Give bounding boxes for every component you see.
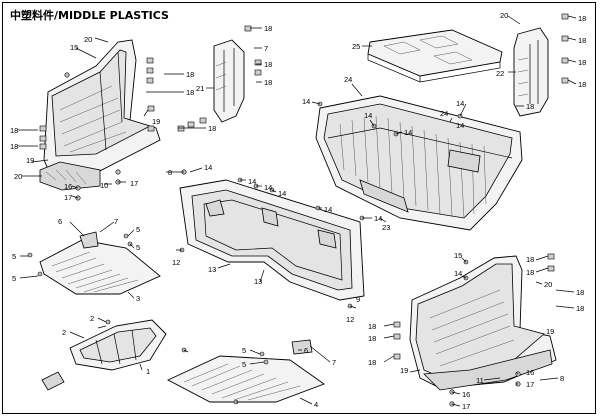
- part-22-right-side-panel: [508, 27, 549, 117]
- callout-16: 16: [462, 390, 470, 399]
- callout-19: 19: [152, 117, 160, 126]
- diagram-title: 中塑料件/MIDDLE PLASTICS: [10, 9, 169, 22]
- part-10-left-frame-panel: [39, 39, 161, 191]
- callout-8: 8: [168, 168, 172, 177]
- callout-5: 5: [12, 274, 16, 283]
- callout-7: 7: [332, 358, 336, 367]
- callout-12: 12: [346, 315, 354, 324]
- callout-5: 5: [136, 225, 140, 234]
- callout-22: 22: [496, 69, 504, 78]
- callout-14: 14: [248, 177, 256, 186]
- callout-18: 18: [264, 60, 272, 69]
- callout-18: 18: [576, 288, 584, 297]
- callout-6: 6: [58, 217, 62, 226]
- callout-18: 18: [368, 334, 376, 343]
- callout-labels: 20 15 18 18 19 18 18 19 20 16 17 10 17 8…: [10, 11, 586, 411]
- callout-9: 9: [356, 295, 360, 304]
- callout-19: 19: [546, 327, 554, 336]
- callout-18: 18: [186, 70, 194, 79]
- callout-18: 18: [526, 255, 534, 264]
- callout-13: 13: [254, 277, 262, 286]
- callout-15: 15: [454, 251, 462, 260]
- callout-20: 20: [84, 35, 92, 44]
- part-1-left-cover: [41, 319, 167, 391]
- callout-23: 23: [382, 223, 390, 232]
- callout-16: 16: [64, 182, 72, 191]
- callout-16: 16: [526, 368, 534, 377]
- callout-18: 18: [526, 102, 534, 111]
- callout-14: 14: [324, 205, 332, 214]
- callout-5: 5: [136, 243, 140, 252]
- callout-18: 18: [368, 358, 376, 367]
- callout-17: 17: [462, 402, 470, 411]
- callout-12: 12: [172, 258, 180, 267]
- callout-17: 17: [64, 193, 72, 202]
- callout-18: 18: [578, 14, 586, 23]
- fasteners: [27, 13, 569, 407]
- callout-18: 18: [578, 80, 586, 89]
- callout-18: 18: [10, 126, 18, 135]
- callout-8: 8: [560, 374, 564, 383]
- part-21-left-side-panel: [206, 39, 245, 123]
- callout-1: 1: [146, 367, 150, 376]
- callout-3: 3: [136, 294, 140, 303]
- page-border: [2, 2, 596, 414]
- part-23-cargo-tub: [315, 95, 523, 231]
- callout-15: 15: [70, 43, 78, 52]
- callout-14: 14: [278, 189, 286, 198]
- callout-5: 5: [242, 346, 246, 355]
- callout-17: 17: [130, 179, 138, 188]
- callout-20: 20: [544, 280, 552, 289]
- callout-18: 18: [208, 124, 216, 133]
- part-4-lower-floor-tray: [166, 339, 325, 403]
- callout-13: 13: [208, 265, 216, 274]
- callout-11: 11: [476, 376, 484, 385]
- callout-14: 14: [364, 111, 372, 120]
- callout-18: 18: [10, 142, 18, 151]
- callout-14: 14: [456, 121, 464, 130]
- callout-24: 24: [344, 75, 352, 84]
- callout-18: 18: [186, 88, 194, 97]
- callout-14: 14: [302, 97, 310, 106]
- callout-18: 18: [264, 78, 272, 87]
- callout-7: 7: [114, 217, 118, 226]
- part-3-left-floor-tray: [39, 231, 161, 295]
- callout-18: 18: [526, 268, 534, 277]
- part-11-right-frame-panel: [409, 255, 557, 391]
- callout-14: 14: [456, 99, 464, 108]
- callout-6: 6: [304, 346, 308, 355]
- callout-18: 18: [578, 58, 586, 67]
- part-25-storage-tray: [362, 29, 503, 83]
- callout-18: 18: [576, 304, 584, 313]
- leader-lines: [18, 15, 577, 407]
- part-13-center-panel: [179, 179, 365, 301]
- callout-5: 5: [12, 252, 16, 261]
- callout-25: 25: [352, 42, 360, 51]
- callout-17: 17: [526, 380, 534, 389]
- callout-18: 18: [578, 36, 586, 45]
- callout-14: 14: [204, 163, 212, 172]
- callout-20: 20: [500, 11, 508, 20]
- callout-19: 19: [400, 366, 408, 375]
- callout-19: 19: [26, 156, 34, 165]
- callout-4: 4: [314, 400, 318, 409]
- callout-20: 20: [14, 172, 22, 181]
- callout-24: 24: [440, 109, 448, 118]
- callout-18: 18: [264, 24, 272, 33]
- callout-5: 5: [242, 360, 246, 369]
- callout-10: 10: [100, 181, 108, 190]
- callout-14: 14: [404, 128, 412, 137]
- callout-2: 2: [62, 328, 66, 337]
- callout-14: 14: [374, 214, 382, 223]
- callout-2: 2: [90, 314, 94, 323]
- callout-21: 21: [196, 84, 204, 93]
- callout-18: 18: [368, 322, 376, 331]
- callout-7: 7: [264, 44, 268, 53]
- callout-14: 14: [454, 269, 462, 278]
- callout-14: 14: [264, 183, 272, 192]
